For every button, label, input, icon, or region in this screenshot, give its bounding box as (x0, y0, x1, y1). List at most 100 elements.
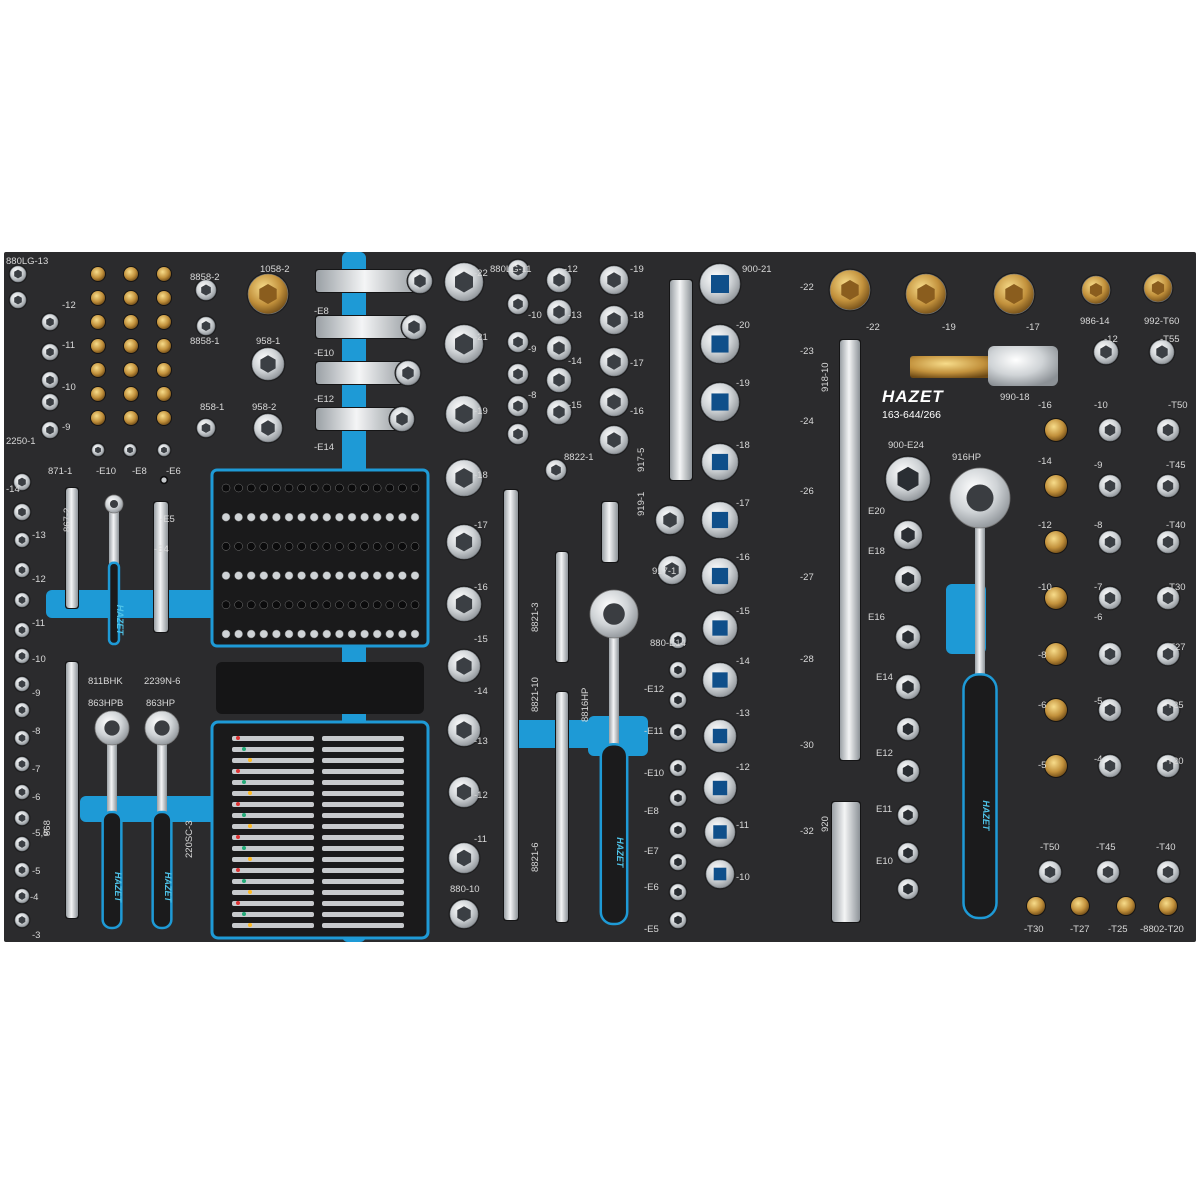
tool-label: -17 (474, 520, 488, 531)
socket (1155, 585, 1181, 611)
socket (13, 755, 31, 773)
socket (699, 381, 741, 423)
bit (123, 362, 139, 378)
socket (668, 910, 688, 930)
extension-socket (315, 315, 419, 339)
tool-label: -15 (474, 634, 488, 645)
bit (90, 314, 106, 330)
socket (445, 523, 483, 561)
handle-brand-text: HAZET (113, 872, 123, 903)
tool-label: -14 (1038, 456, 1052, 467)
tool-label: -8802-T20 (1140, 924, 1184, 935)
tool-label: -11 (32, 618, 45, 629)
socket (668, 852, 688, 872)
socket (13, 783, 31, 801)
socket (698, 262, 742, 306)
tool-label: -10 (736, 872, 750, 883)
socket (896, 841, 920, 865)
tool-label: 880-E14 (650, 638, 686, 649)
extension-socket (315, 407, 407, 431)
tool-label: -27 (800, 572, 814, 583)
socket (8, 264, 28, 284)
tool-label: 880LG-13 (6, 256, 48, 267)
ratchet: HAZET (104, 494, 125, 646)
tool-label: E12 (876, 748, 893, 759)
socket (668, 820, 688, 840)
socket (545, 398, 573, 426)
socket (40, 420, 60, 440)
tool-label: -E5 (160, 514, 175, 525)
tool-label: -9 (528, 344, 536, 355)
socket (656, 554, 688, 586)
socket (893, 564, 923, 594)
extension-bar (555, 691, 569, 923)
socket (1155, 697, 1181, 723)
tool-label: 916HP (952, 452, 981, 463)
bit (159, 475, 169, 485)
tool-label: -3 (32, 930, 40, 941)
socket (896, 803, 920, 827)
tool-label: -13 (474, 736, 488, 747)
bit (90, 266, 106, 282)
tool-label: -10 (1094, 400, 1108, 411)
bit (123, 290, 139, 306)
socket (13, 701, 31, 719)
tool-label: E14 (876, 672, 893, 683)
universal-joint (831, 801, 861, 923)
socket (1097, 585, 1123, 611)
tool-label: 8822-1 (564, 452, 594, 463)
tool-label: 880-10 (450, 884, 480, 895)
socket (598, 386, 630, 418)
tool-label: -14 (474, 686, 488, 697)
tool-label: -E14 (314, 442, 334, 453)
handle-brand-text: HAZET (115, 605, 125, 636)
tool-label: E20 (868, 506, 885, 517)
tool-label: -14 (736, 656, 750, 667)
handle-brand-text: HAZET (163, 872, 173, 903)
tool-label: -22 (866, 322, 880, 333)
socket (448, 898, 480, 930)
tool-label: 2239N-6 (144, 676, 180, 687)
socket (598, 304, 630, 336)
ratchet: HAZET (94, 710, 130, 930)
socket (13, 531, 31, 549)
tool-label: 868 (42, 820, 53, 836)
socket (1095, 859, 1121, 885)
socket (1097, 697, 1123, 723)
socket (668, 882, 688, 902)
tool-label: -9 (32, 688, 40, 699)
socket (884, 455, 932, 503)
socket (544, 458, 568, 482)
socket (40, 370, 60, 390)
bit (90, 362, 106, 378)
socket (406, 267, 434, 295)
tool-label: 900-21 (742, 264, 772, 275)
tool-label: -19 (630, 264, 644, 275)
tool-label: -7 (32, 764, 40, 775)
extension-bar (669, 279, 693, 481)
bit-box (210, 468, 430, 648)
tool-label: 920 (820, 816, 831, 832)
tool-label: -8 (528, 390, 536, 401)
socket (892, 519, 924, 551)
bit (156, 410, 172, 426)
tool-label: 958-1 (256, 336, 280, 347)
tool-label: -4 (30, 892, 38, 903)
socket (598, 264, 630, 296)
tool-label: -20 (736, 320, 750, 331)
tool-label: -10 (32, 654, 46, 665)
tool-label: -E4 (154, 544, 169, 555)
socket (545, 298, 573, 326)
tool-label: -E7 (644, 846, 659, 857)
tool-label: 871-1 (48, 466, 72, 477)
socket (668, 630, 688, 650)
tool-label: 8816HP (580, 688, 591, 722)
bit-case (210, 720, 430, 940)
tool-label: -7 (1094, 582, 1102, 593)
tool-label: -T25 (1164, 700, 1184, 711)
socket (700, 500, 740, 540)
socket (1155, 641, 1181, 667)
tool-label: -13 (736, 708, 750, 719)
socket (895, 758, 921, 784)
